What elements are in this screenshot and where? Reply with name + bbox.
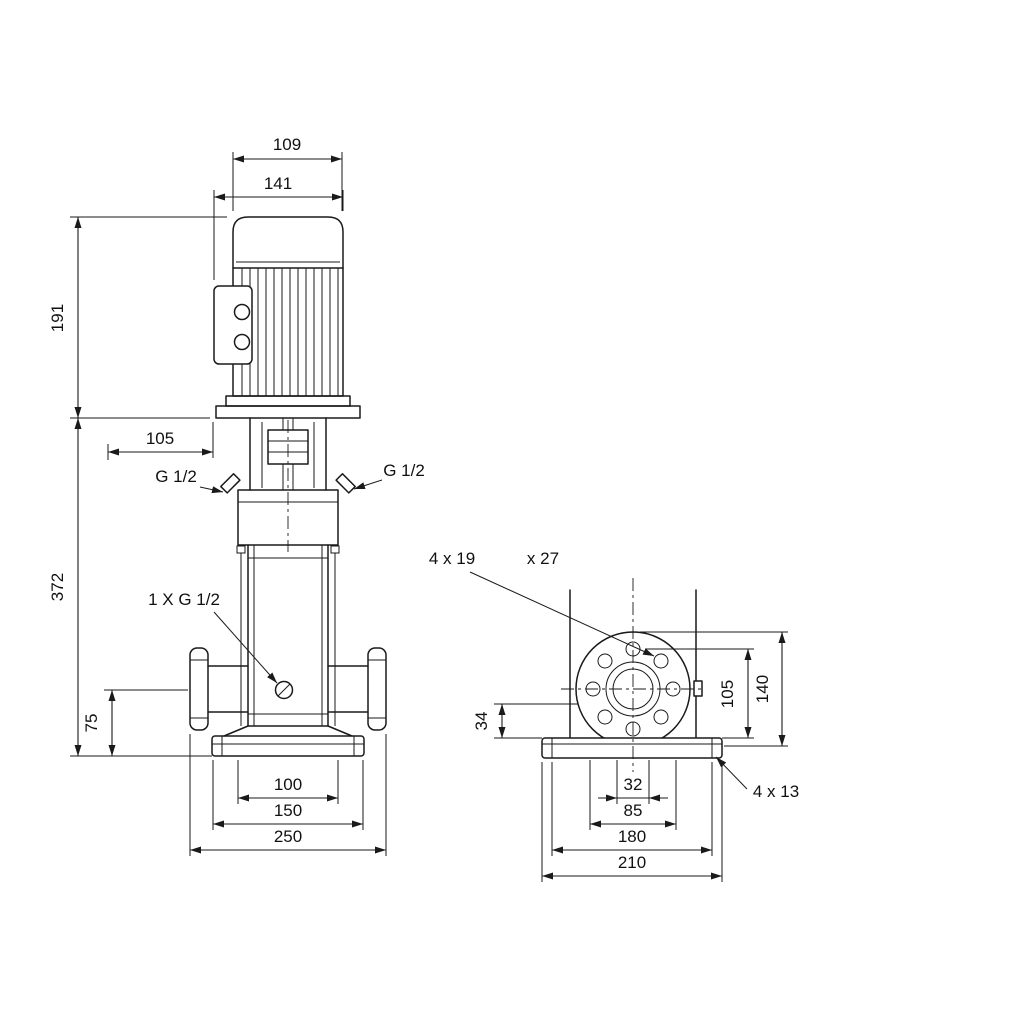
pump-base [211, 725, 365, 757]
dim-base-edge-height: 34 [472, 703, 578, 739]
bolt-hole [653, 709, 669, 725]
flange-hole-depth-label: x 27 [527, 549, 559, 568]
flange-side-tab [693, 680, 703, 697]
bolt-hole [597, 709, 613, 725]
staybolt-nut-right [330, 545, 340, 554]
dim-bolt-circle-width: 85 [589, 760, 677, 830]
plug-left-label: G 1/2 [155, 467, 197, 486]
side-column [569, 589, 697, 739]
vent-plug-right [335, 473, 356, 494]
dim-pump-height: 372 [48, 418, 212, 757]
dim-150-label: 150 [274, 801, 302, 820]
dim-motor-width: 141 [213, 174, 344, 280]
dim-32-label: 32 [624, 775, 643, 794]
dim-85-label: 85 [624, 801, 643, 820]
lantern-sides [249, 417, 327, 491]
callout-flange-holes: 4 x 19 x 27 [429, 549, 655, 657]
base-detail [212, 736, 364, 756]
base-plate [211, 735, 365, 757]
dim-flange-od: 140 [640, 631, 788, 747]
dim-port-height: 75 [82, 689, 188, 756]
dim-flange-center-height: 105 [645, 648, 754, 739]
motor [213, 216, 361, 419]
dim-motor-top-width: 109 [232, 135, 343, 211]
pump-head-body [237, 489, 339, 546]
staybolt-nut-left [236, 545, 246, 554]
callout-plug-left: G 1/2 [155, 467, 224, 494]
coupling-guards [261, 422, 315, 488]
dim-flange-width: 250 [189, 734, 387, 856]
dim-109-label: 109 [273, 135, 301, 154]
flange-hole-note-label: 4 x 19 [429, 549, 475, 568]
dim-191-label: 191 [48, 304, 67, 332]
base-hole-note-label: 4 x 13 [753, 782, 799, 801]
side-base [541, 737, 723, 759]
dim-75-label: 75 [82, 714, 101, 733]
side-base-detail [542, 738, 722, 758]
port-flanges [189, 647, 387, 731]
sleeve-seams [248, 557, 328, 715]
dim-180-label: 180 [618, 827, 646, 846]
callout-plug-right: G 1/2 [353, 461, 425, 490]
dim-34-label: 34 [472, 712, 491, 731]
side-view: 4 x 19 x 27 34 105 140 4 x 13 [429, 549, 799, 882]
drain-plug-label: 1 X G 1/2 [148, 590, 220, 609]
bolt-hole [653, 653, 669, 669]
dim-141-label: 141 [264, 174, 292, 193]
dim-motor-height: 191 [48, 216, 227, 419]
cable-gland-hole-top [233, 303, 251, 321]
left-hub [207, 665, 249, 713]
plug-right-label: G 1/2 [383, 461, 425, 480]
base-flare [223, 725, 353, 737]
dim-372-label: 372 [48, 573, 67, 601]
dim-250-label: 250 [274, 827, 302, 846]
dim-210-label: 210 [618, 853, 646, 872]
side-base-plate [541, 737, 723, 759]
sleeve-inner [253, 545, 323, 726]
right-hub [327, 665, 369, 713]
cable-gland-hole-bottom [233, 333, 251, 351]
front-view: 109 141 191 372 75 105 [48, 135, 425, 856]
dim-port-width: 100 [237, 760, 339, 804]
bolt-hole [597, 653, 613, 669]
dim-head-clearance: 105 [107, 422, 214, 460]
motor-ribs [241, 268, 339, 396]
drain-plug-slot [277, 683, 291, 697]
pump-head [220, 473, 356, 554]
dim-105-top-label: 105 [146, 429, 174, 448]
dim-bore-width: 32 [598, 760, 668, 804]
callout-drain-plug: 1 X G 1/2 [148, 590, 278, 684]
right-flange-bolts [368, 659, 386, 719]
terminal-box [213, 285, 253, 365]
vent-plug-left [220, 473, 241, 494]
motor-flange [225, 395, 351, 407]
left-flange-plate [189, 647, 209, 731]
sleeve-sides [247, 544, 329, 727]
shaft-lines [282, 418, 294, 490]
dim-base-width-side: 210 [541, 762, 723, 882]
dim-base-inner-width: 180 [551, 762, 713, 856]
motor-stool-plate [215, 405, 361, 419]
right-flange-plate [367, 647, 387, 731]
dim-base-width: 150 [212, 760, 364, 830]
coupling-lantern [249, 417, 327, 552]
left-flange-bolts [190, 659, 208, 719]
dim-105-side-label: 105 [718, 680, 737, 708]
dim-100-label: 100 [274, 775, 302, 794]
dim-140-label: 140 [753, 675, 772, 703]
staybolts [240, 553, 336, 726]
motor-fan-cover [232, 216, 344, 269]
callout-base-holes: 4 x 13 [715, 756, 799, 801]
chamber-stack [240, 544, 336, 727]
